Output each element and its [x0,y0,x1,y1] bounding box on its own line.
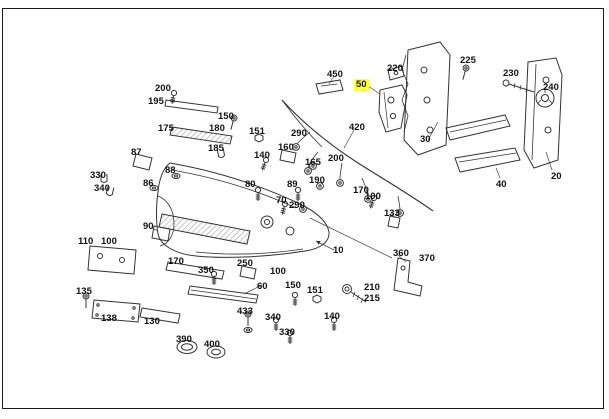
part-label-250-21[interactable]: 250 [237,258,253,269]
part-label-330-12[interactable]: 330 [90,170,106,181]
part-label-70-41[interactable]: 70 [276,195,287,206]
part-label-400-28[interactable]: 400 [204,339,220,350]
part-label-290-42[interactable]: 290 [289,200,305,211]
part-label-60-23[interactable]: 60 [257,281,268,292]
part-label-10-39[interactable]: 10 [333,245,344,256]
part-label-230-55[interactable]: 230 [503,68,519,79]
part-label-350-20[interactable]: 350 [198,265,214,276]
part-label-87-6[interactable]: 87 [131,147,142,158]
part-label-390-27[interactable]: 390 [176,334,192,345]
part-label-433-29[interactable]: 433 [237,306,253,317]
part-label-151-33[interactable]: 151 [307,285,323,296]
part-label-133-40[interactable]: 133 [384,208,400,219]
part-label-130-26[interactable]: 130 [144,316,160,327]
part-label-80-14[interactable]: 80 [245,179,256,190]
part-label-86-11[interactable]: 86 [143,178,154,189]
part-label-340-13[interactable]: 340 [94,183,110,194]
part-label-180-4[interactable]: 180 [209,123,225,134]
part-label-100-47[interactable]: 100 [365,191,381,202]
part-label-160-9[interactable]: 160 [278,142,294,153]
part-label-290-43[interactable]: 290 [291,128,307,139]
part-label-240-56[interactable]: 240 [543,82,559,93]
part-label-340-30[interactable]: 340 [265,312,281,323]
part-label-138-25[interactable]: 138 [101,313,117,324]
part-label-225-54[interactable]: 225 [460,55,476,66]
part-label-175-2[interactable]: 175 [158,123,174,134]
part-label-190-45[interactable]: 190 [309,175,325,186]
part-label-50-highlighted-51[interactable]: 50 [354,79,369,91]
part-label-210-35[interactable]: 210 [364,282,380,293]
part-label-110-17[interactable]: 110 [78,236,94,247]
part-label-185-7[interactable]: 185 [208,143,224,154]
part-label-200-46[interactable]: 200 [328,153,344,164]
part-label-420-49[interactable]: 420 [349,122,365,133]
part-label-89-15[interactable]: 89 [287,179,298,190]
part-label-135-24[interactable]: 135 [76,286,92,297]
part-label-370-38[interactable]: 370 [419,253,435,264]
part-label-450-50[interactable]: 450 [327,69,343,80]
part-label-165-44[interactable]: 165 [305,157,321,168]
part-label-40-57[interactable]: 40 [496,179,507,190]
part-label-330-31[interactable]: 330 [279,327,295,338]
part-label-170-48[interactable]: 170 [353,185,369,196]
part-label-88-10[interactable]: 88 [165,165,176,176]
part-label-195-1[interactable]: 195 [148,96,164,107]
part-label-151-5[interactable]: 151 [249,126,265,137]
part-label-100-18[interactable]: 100 [101,236,117,247]
part-label-360-37[interactable]: 360 [393,248,409,259]
part-label-140-34[interactable]: 140 [324,311,340,322]
part-label-215-36[interactable]: 215 [364,293,380,304]
diagram-frame [2,8,604,409]
part-label-200-0[interactable]: 200 [155,83,171,94]
part-label-30-53[interactable]: 30 [420,134,431,145]
part-label-220-52[interactable]: 220 [387,63,403,74]
part-label-150-3[interactable]: 150 [218,111,234,122]
part-label-20-58[interactable]: 20 [551,171,562,182]
part-label-100-22[interactable]: 100 [270,266,286,277]
part-label-170-19[interactable]: 170 [168,256,184,267]
part-label-90-16[interactable]: 90 [143,221,154,232]
part-label-150-32[interactable]: 150 [285,280,301,291]
part-label-140-8[interactable]: 140 [254,150,270,161]
